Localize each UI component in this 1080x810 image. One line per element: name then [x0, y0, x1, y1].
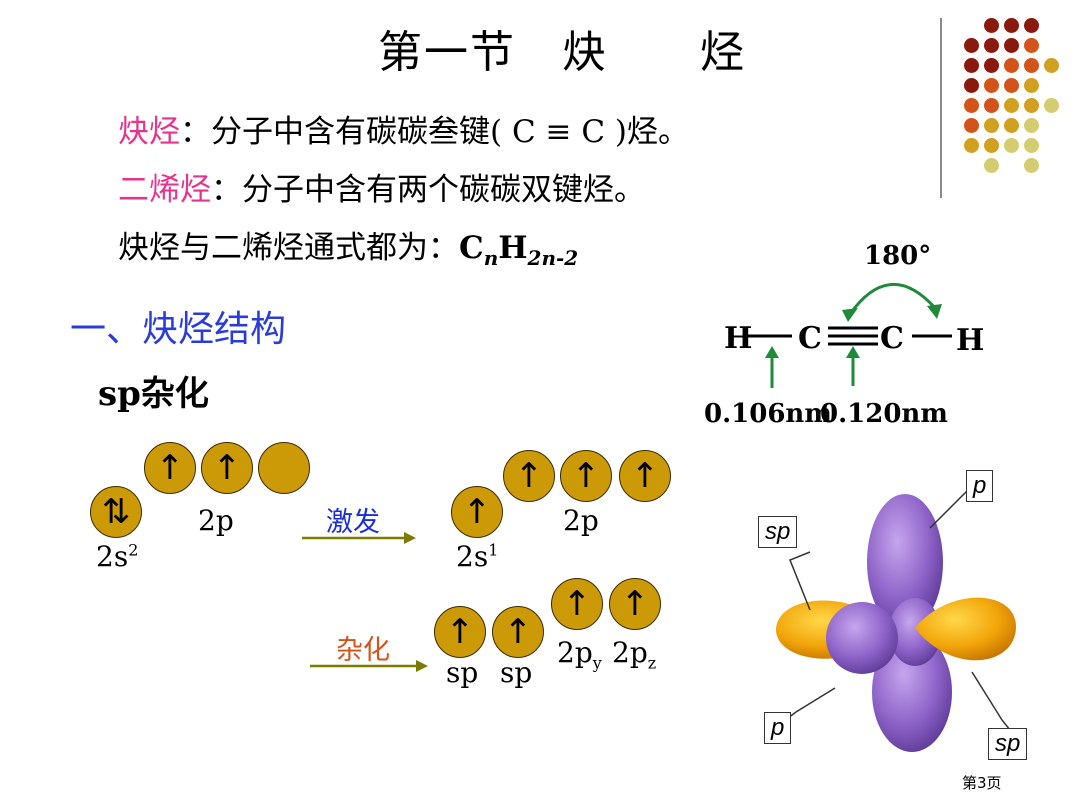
decorative-dot	[1024, 158, 1039, 173]
label-2py: 2py	[557, 636, 602, 673]
hybrid-arrow	[310, 660, 428, 672]
cc-bond-length: 0.120nm	[820, 399, 948, 429]
orbital-2p-ground-1: ↑	[144, 442, 196, 494]
decorative-dot	[1004, 118, 1019, 133]
acetylene-structure: 180° H C C H 0.106nm 0.120nm	[704, 241, 984, 429]
decorative-dot	[964, 138, 979, 153]
label-p-bottom: p	[764, 712, 792, 744]
excite-arrow	[302, 532, 416, 544]
label-sp-1: sp	[446, 656, 479, 689]
hybrid-label: 杂化	[336, 635, 390, 666]
ch-bond-length: 0.106nm	[704, 399, 832, 429]
angle-arrowhead-right	[927, 304, 942, 319]
decorative-dot	[1004, 98, 1019, 113]
section-subheading: sp杂化	[98, 374, 209, 414]
label-p-top: p	[966, 470, 994, 502]
decorative-dot	[1004, 38, 1019, 53]
pointer-ch-head	[765, 346, 779, 358]
decorative-dot	[1044, 98, 1059, 113]
label-2s-ground: 2s2	[96, 540, 139, 573]
diene-term: 二烯烃	[118, 172, 211, 208]
orbital-2py: ↑	[551, 578, 603, 630]
decorative-dot	[984, 18, 999, 33]
decorative-dot	[984, 58, 999, 73]
diene-def-text: ：分子中含有两个碳碳双键烃。	[211, 172, 645, 208]
decorative-dot	[1044, 58, 1059, 73]
label-2pz: 2pz	[612, 636, 657, 673]
orbital-2p-excited-2: ↑	[560, 450, 612, 502]
formula-h: H	[498, 230, 528, 266]
decorative-dot	[984, 38, 999, 53]
formula-text: 炔烃与二烯烃通式都为：	[118, 230, 459, 266]
decorative-dot	[1024, 18, 1039, 33]
label-sp-left: sp	[758, 516, 798, 548]
decorative-dot	[984, 98, 999, 113]
orbital-2p-ground-2: ↑	[201, 442, 253, 494]
decorative-dot	[1024, 98, 1039, 113]
decorative-dot	[1024, 58, 1039, 73]
decorative-dot	[964, 58, 979, 73]
alkyne-term: 炔烃	[118, 114, 180, 150]
p-lobe-top	[867, 494, 943, 630]
atom-h-left: H	[724, 321, 752, 356]
divider-line	[940, 18, 942, 198]
page-title: 第一节 炔 烃	[378, 27, 746, 78]
orbital-2p-ground-3	[258, 442, 310, 494]
decorative-dot	[1024, 138, 1039, 153]
formula-n: n	[483, 246, 499, 271]
label-sp-2: sp	[500, 656, 533, 689]
decorative-dot	[1004, 138, 1019, 153]
orbital-2p-excited-1: ↑	[503, 450, 555, 502]
label-2s-excited: 2s1	[456, 540, 499, 573]
angle-arc	[848, 282, 937, 315]
decorative-dot	[964, 98, 979, 113]
decorative-dot	[984, 78, 999, 93]
alkyne-def-text: ：分子中含有碳碳叁键( C ≡ C )烃。	[180, 114, 690, 150]
sp-lobe-right	[915, 597, 1017, 661]
sp-orbital-model	[775, 489, 1017, 752]
decorative-dot	[984, 118, 999, 133]
atom-c-right: C	[880, 321, 904, 356]
formula-subscript: 2n-2	[527, 246, 579, 271]
decorative-dot	[984, 158, 999, 173]
angle-arrowhead-left	[842, 308, 858, 322]
formula-c: C	[459, 230, 484, 266]
decorative-dot	[1004, 18, 1019, 33]
decorative-dot	[964, 78, 979, 93]
page-number: 第3页	[962, 774, 1002, 792]
p-lobe-back	[889, 598, 941, 666]
pointer-cc-head	[846, 346, 860, 358]
decorative-dot	[1024, 38, 1039, 53]
orbital-sp-1: ↑	[434, 606, 486, 658]
label-2p-ground: 2p	[198, 504, 234, 537]
decorative-dot	[1024, 118, 1039, 133]
excite-label: 激发	[326, 507, 380, 538]
decorative-dot	[1004, 58, 1019, 73]
decorative-dot	[1004, 78, 1019, 93]
orbital-2p-excited-3: ↑	[619, 450, 671, 502]
diene-definition: 二烯烃：分子中含有两个碳碳双键烃。	[118, 164, 645, 209]
orbital-2pz: ↑	[609, 578, 661, 630]
bond-angle-label: 180°	[864, 241, 931, 271]
orbital-2s-excited: ↑	[451, 486, 503, 538]
decorative-dot	[1024, 78, 1039, 93]
decorative-dot	[964, 38, 979, 53]
orbital-sp-2: ↑	[492, 606, 544, 658]
decorative-dot	[964, 118, 979, 133]
general-formula-line: 炔烃与二烯烃通式都为：CnH2n-2	[118, 222, 578, 270]
orbital-2s-ground: ⇅	[90, 486, 142, 538]
p-lobe-front	[826, 602, 898, 674]
atom-c-left: C	[798, 321, 822, 356]
section-heading: 一、炔烃结构	[70, 309, 287, 350]
decorative-dot	[984, 138, 999, 153]
label-2p-excited: 2p	[563, 504, 599, 537]
label-sp-right: sp	[988, 728, 1028, 760]
p-lobe-bottom	[872, 632, 952, 752]
atom-h-right: H	[956, 323, 984, 358]
alkyne-definition: 炔烃：分子中含有碳碳叁键( C ≡ C )烃。	[118, 106, 689, 151]
